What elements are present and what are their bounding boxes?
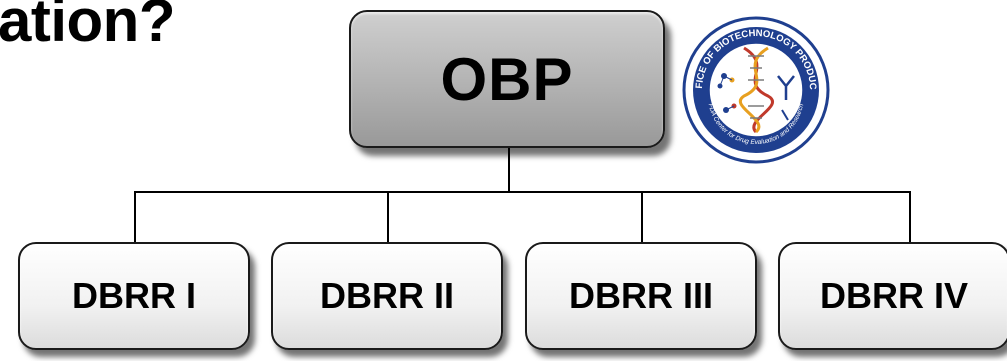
connector-drop-3 [641, 191, 643, 243]
connector-drop-1 [134, 191, 136, 243]
molecule-icon [717, 73, 737, 113]
connector-drop-2 [387, 191, 389, 243]
dna-helix-icon [738, 46, 774, 134]
antibody-icon [777, 75, 795, 121]
slide-heading-fragment: ation? [0, 0, 175, 54]
org-node-child-4: DBRR IV [778, 242, 1007, 350]
org-node-child-2: DBRR II [271, 242, 503, 350]
office-seal-logo: OFFICE OF BIOTECHNOLOGY PRODUCTS FDA Cen… [682, 16, 830, 164]
org-node-child-3: DBRR III [525, 242, 757, 350]
connector-horizontal-bar [134, 191, 911, 193]
connector-drop-4 [909, 191, 911, 243]
connector-root-stem [508, 148, 510, 192]
org-node-root: OBP [349, 10, 665, 148]
org-node-child-1: DBRR I [18, 242, 250, 350]
seal-inner-field [708, 42, 804, 138]
